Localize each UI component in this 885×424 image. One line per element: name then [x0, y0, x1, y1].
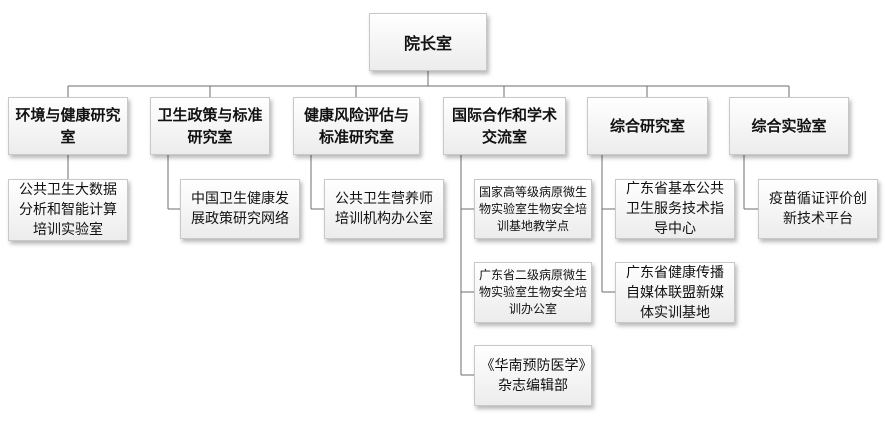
dept-node-environment-health: 环境与健康研究室	[8, 97, 128, 155]
dept-node-label: 健康风险评估与标准研究室	[303, 106, 409, 146]
dept-node-label: 环境与健康研究室	[15, 106, 121, 146]
dept-node-risk-assessment: 健康风险评估与标准研究室	[293, 97, 420, 155]
subunit-node-journal-editorial: 《华南预防医学》杂志编辑部	[474, 345, 592, 406]
subunit-node-new-media-base: 广东省健康传播自媒体联盟新媒体实训基地	[615, 262, 735, 323]
dept-node-label: 卫生政策与标准研究室	[157, 106, 263, 146]
dept-node-comprehensive-lab: 综合实验室	[729, 97, 849, 155]
subunit-node-biosafety-teaching-site: 国家高等级病原微生物实验室生物安全培训基地教学点	[474, 179, 592, 239]
subunit-node-label: 中国卫生健康发展政策研究网络	[191, 191, 289, 227]
dept-node-international-cooperation: 国际合作和学术交流室	[443, 97, 566, 155]
subunit-node-label: 公共卫生营养师培训机构办公室	[335, 191, 433, 227]
subunit-node-label: 广东省基本公共卫生服务技术指导中心	[626, 181, 724, 237]
subunit-node-public-health-guidance: 广东省基本公共卫生服务技术指导中心	[615, 179, 735, 239]
subunit-node-label: 公共卫生大数据分析和智能计算培训实验室	[19, 182, 117, 238]
subunit-node-biosafety-office: 广东省二级病原微生物实验室生物安全培训办公室	[474, 262, 592, 323]
subunit-node-label: 广东省二级病原微生物实验室生物安全培训办公室	[479, 268, 588, 316]
dept-node-label: 综合实验室	[751, 117, 827, 135]
subunit-node-label: 《华南预防医学》杂志编辑部	[480, 357, 586, 394]
subunit-node-policy-network: 中国卫生健康发展政策研究网络	[180, 179, 300, 239]
subunit-node-label: 国家高等级病原微生物实验室生物安全培训基地教学点	[479, 184, 588, 233]
subunit-node-label: 疫苗循证评价创新技术平台	[769, 191, 867, 227]
root-node-label: 院长室	[403, 34, 452, 53]
dept-node-health-policy: 卫生政策与标准研究室	[150, 97, 270, 155]
dept-node-comprehensive-research: 综合研究室	[587, 97, 708, 155]
dept-node-label: 国际合作和学术交流室	[451, 106, 557, 146]
subunit-node-label: 广东省健康传播自媒体联盟新媒体实训基地	[626, 264, 724, 321]
dept-node-label: 综合研究室	[609, 117, 685, 135]
subunit-node-vaccine-platform: 疫苗循证评价创新技术平台	[758, 179, 878, 239]
subunit-node-big-data-lab: 公共卫生大数据分析和智能计算培训实验室	[8, 179, 128, 241]
root-node: 院长室	[369, 13, 487, 71]
subunit-node-nutritionist-office: 公共卫生营养师培训机构办公室	[324, 179, 444, 239]
